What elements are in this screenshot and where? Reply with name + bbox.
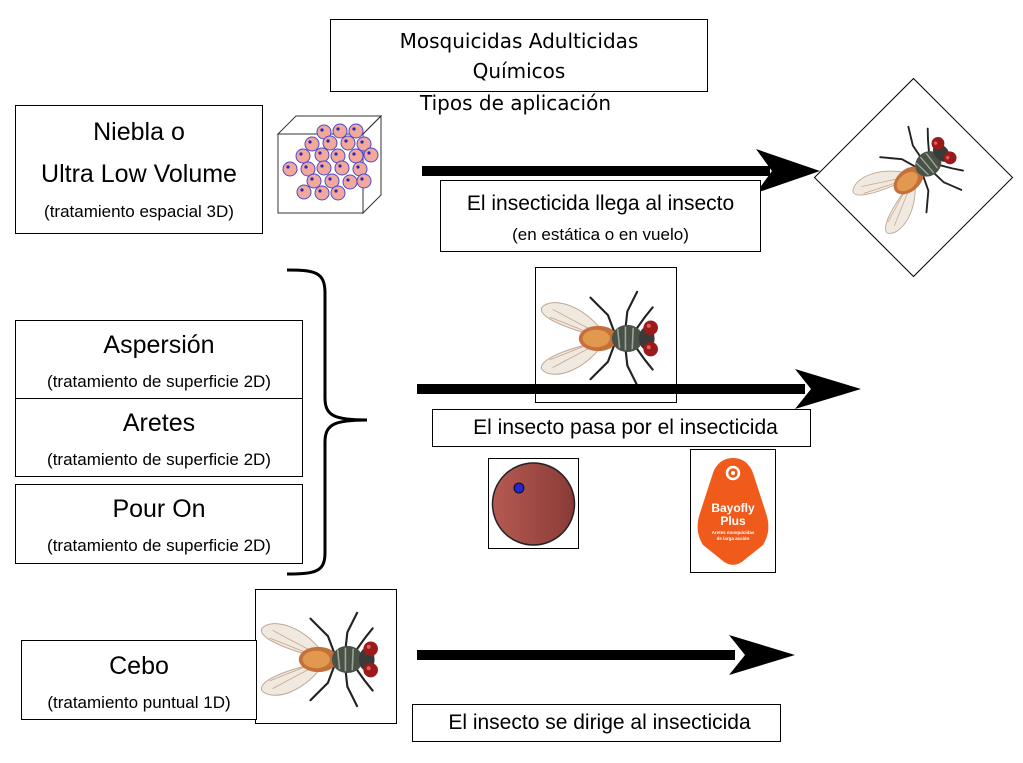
niebla-box: Niebla o Ultra Low Volume (tratamiento e… <box>15 105 263 234</box>
title-line1: Mosquicidas Adulticidas <box>399 28 639 53</box>
arrow-icon <box>417 635 795 675</box>
arrow3-label: El insecto se dirige al insecticida <box>448 711 751 734</box>
aspersion-sub: (tratamiento de superficie 2D) <box>47 372 271 391</box>
ear-tag-line1: Aretes mosquicidas <box>711 530 755 535</box>
ear-tag-brand: Bayofly <box>711 501 755 515</box>
aretes-box: Aretes (tratamiento de superficie 2D) <box>15 398 303 477</box>
title-box: Mosquicidas Adulticidas Químicos <box>330 19 708 92</box>
brace-icon <box>286 268 368 576</box>
arrow-icon <box>417 369 861 409</box>
title-line3: Tipos de aplicación <box>420 91 612 115</box>
arrow1-label-line1: El insecticida llega al insecto <box>466 192 735 215</box>
niebla-line1: Niebla o <box>93 117 185 146</box>
niebla-sub: (tratamiento espacial 3D) <box>44 201 234 221</box>
fly-icon <box>260 611 378 708</box>
arrow-icon <box>422 149 820 193</box>
arrow2-label-box: El insecto pasa por el insecticida <box>432 409 811 447</box>
cebo-box: Cebo (tratamiento puntual 1D) <box>21 640 257 720</box>
arrow3-label-box: El insecto se dirige al insecticida <box>412 704 781 742</box>
title-line2: Químicos <box>472 58 566 83</box>
pour-on-name: Pour On <box>112 495 206 523</box>
niebla-line2: Ultra Low Volume <box>41 159 237 188</box>
pour-on-sub: (tratamiento de superficie 2D) <box>47 536 271 555</box>
ear-tag-text: Bayofly Plus Aretes mosquicidas de larga… <box>690 502 776 542</box>
ear-tag-brand2: Plus <box>720 514 746 528</box>
pour-on-box: Pour On (tratamiento de superficie 2D) <box>15 484 303 564</box>
ear-tag-icon <box>697 458 769 565</box>
arrow2-label: El insecto pasa por el insecticida <box>473 416 778 439</box>
arrow1-label-box: El insecticida llega al insecto (en está… <box>440 180 761 252</box>
aretes-sub: (tratamiento de superficie 2D) <box>47 449 271 469</box>
aretes-name: Aretes <box>122 408 196 437</box>
cebo-name: Cebo <box>109 652 169 680</box>
surface-disc-icon <box>491 462 576 546</box>
aspersion-box: Aspersión (tratamiento de superficie 2D) <box>15 320 303 400</box>
fly-icon <box>852 125 964 234</box>
ear-tag-line2: de larga acción <box>716 536 750 541</box>
fly-icon <box>540 290 658 387</box>
cebo-sub: (tratamiento puntual 1D) <box>47 693 231 712</box>
aspersion-name: Aspersión <box>103 331 215 359</box>
droplet-cube-icon <box>276 114 383 215</box>
arrow1-label-line2: (en estática o en vuelo) <box>512 225 689 244</box>
